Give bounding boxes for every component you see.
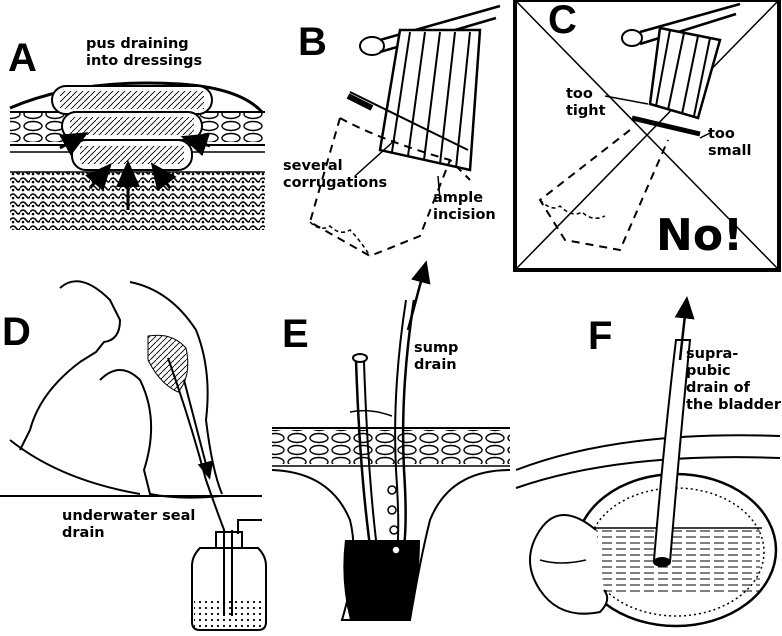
- label-ample-incision: ample incision: [433, 190, 496, 224]
- label-several-corrugations: several corrugations: [283, 158, 387, 192]
- panel-letter-b: B: [298, 22, 327, 62]
- label-underwater-seal-drain: underwater seal drain: [62, 508, 195, 542]
- label-no: No!: [656, 214, 743, 258]
- label-too-small: too small: [708, 126, 751, 160]
- label-suprapubic-drain: supra- pubic drain of the bladder: [686, 346, 781, 414]
- label-sump-drain: sump drain: [414, 340, 458, 374]
- panel-d-illustration: [0, 281, 266, 630]
- panel-a-illustration: [10, 83, 265, 230]
- label-pus-draining: pus draining into dressings: [86, 36, 202, 70]
- panel-letter-d: D: [2, 312, 31, 352]
- panel-letter-c: C: [548, 0, 577, 40]
- panel-letter-a: A: [8, 38, 37, 78]
- label-too-tight: too tight: [566, 86, 606, 120]
- panel-letter-f: F: [588, 316, 612, 356]
- panel-letter-e: E: [282, 314, 309, 354]
